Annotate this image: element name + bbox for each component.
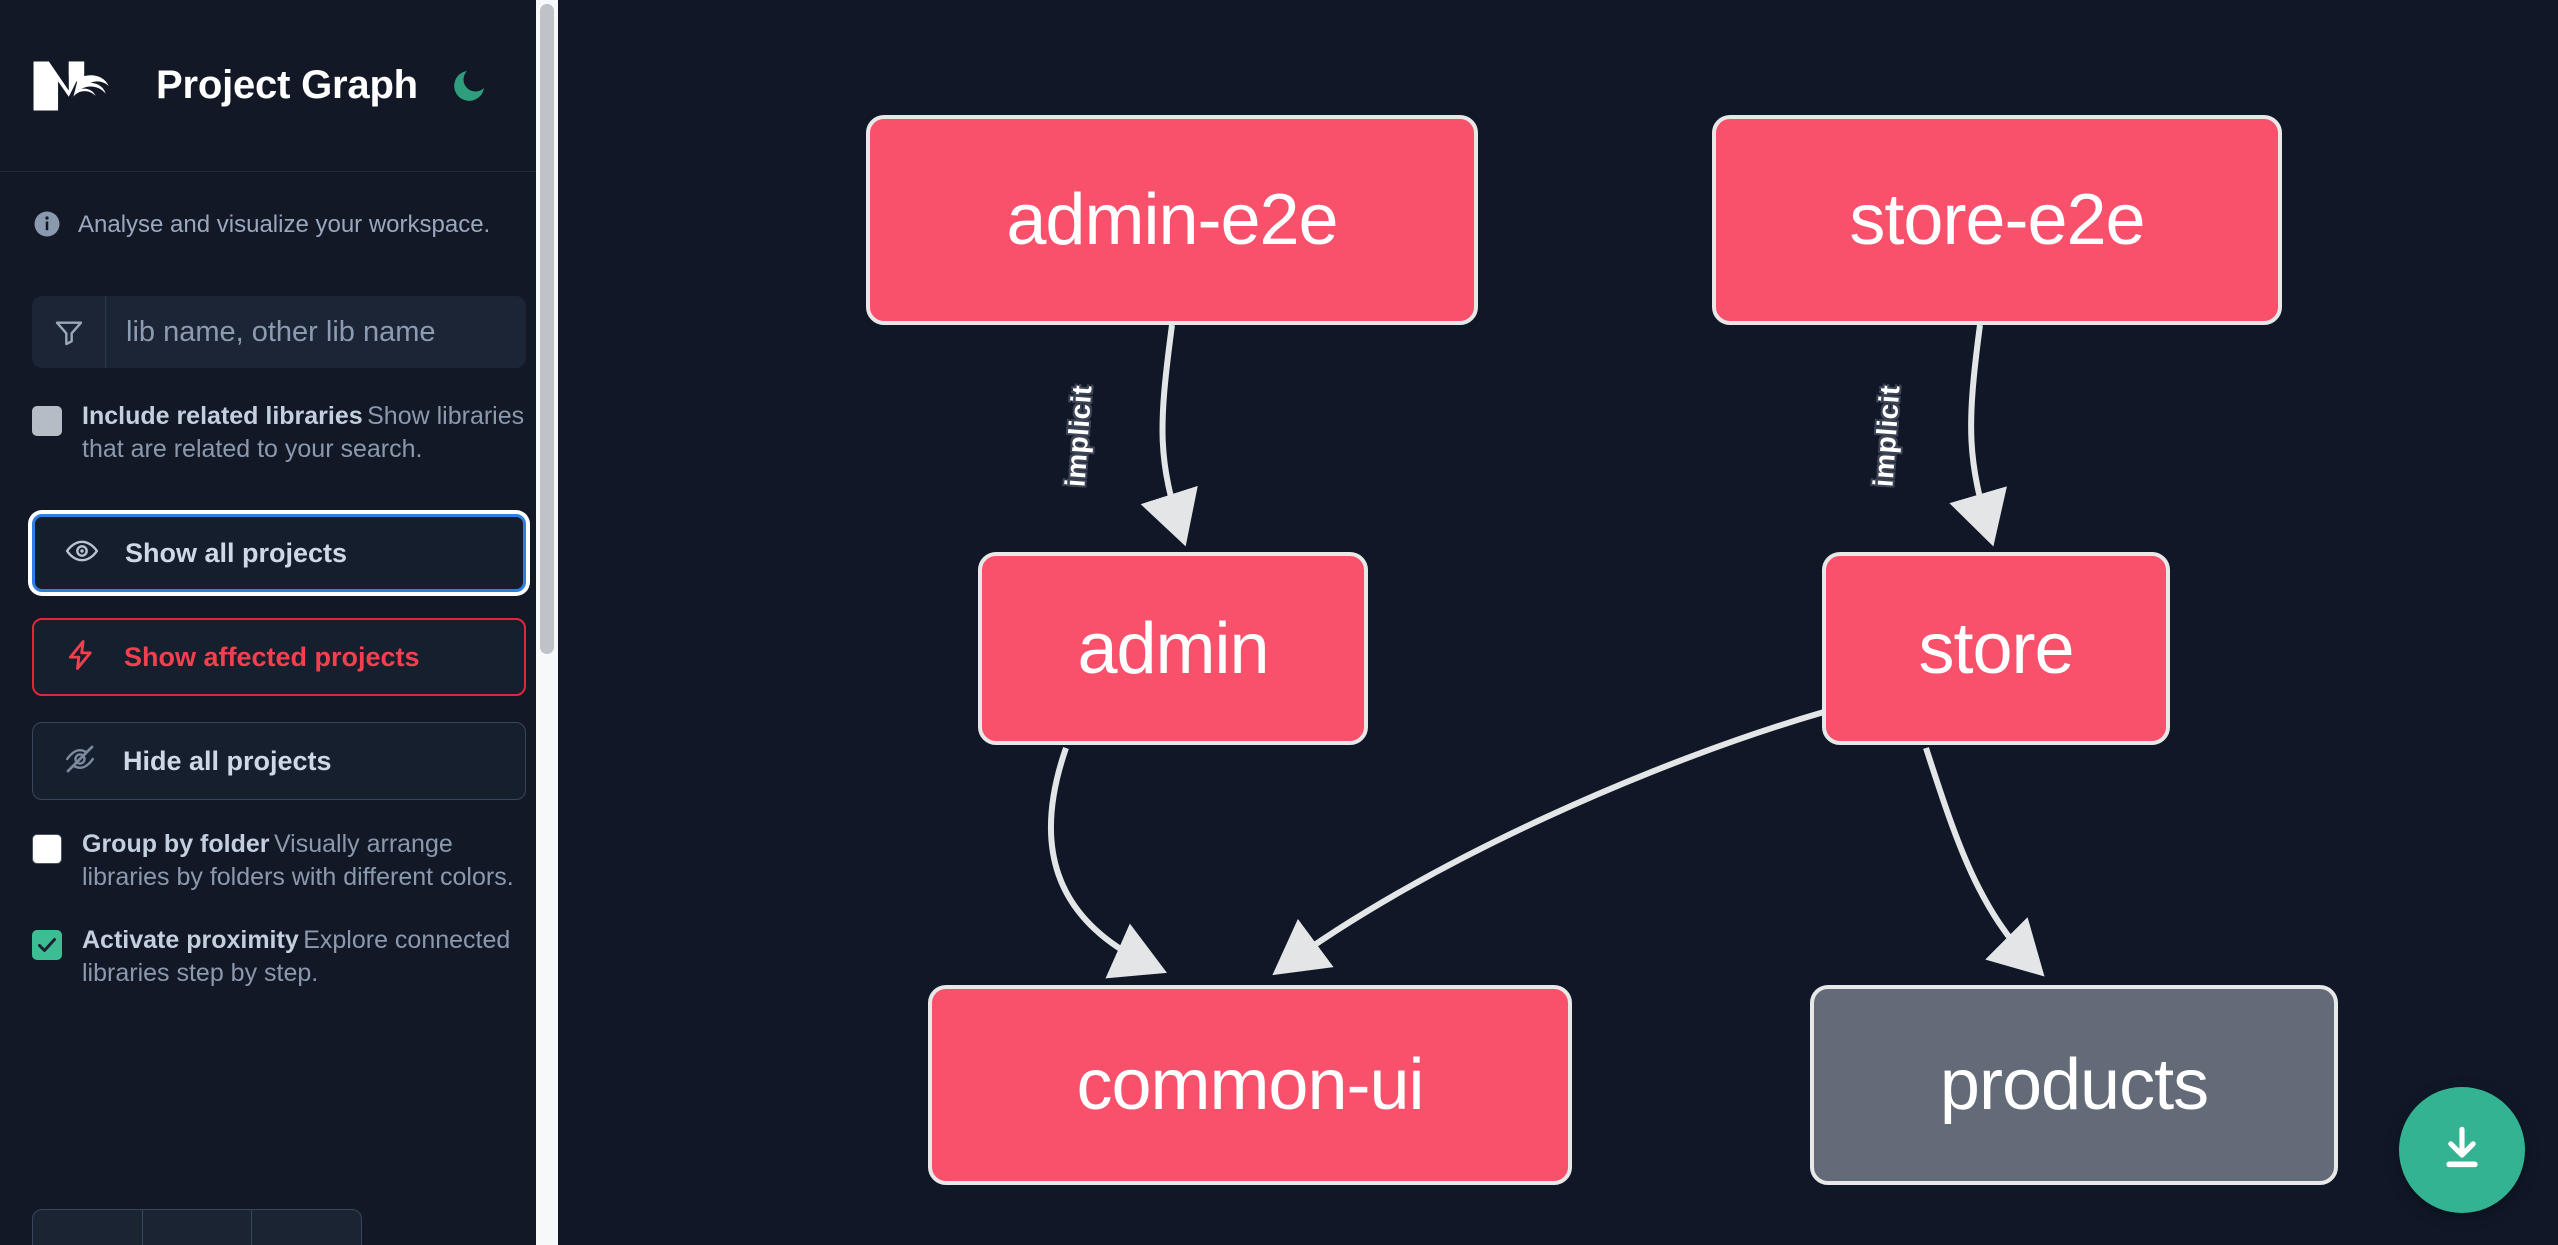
sidebar-scrollbar-thumb[interactable] — [540, 4, 554, 654]
edge-admin-e2e-to-admin — [1140, 324, 1198, 547]
proximity-stepper-increase[interactable] — [252, 1210, 361, 1245]
proximity-stepper-value[interactable] — [143, 1210, 253, 1245]
proximity-stepper-decrease[interactable] — [33, 1210, 143, 1245]
graph-canvas[interactable]: admin-e2e store-e2e admin store common-u… — [558, 0, 2558, 1245]
info-icon — [32, 209, 62, 239]
group-by-folder-label: Group by folder — [82, 830, 270, 859]
option-include-related-libraries[interactable]: Include related libraries Show libraries… — [32, 400, 526, 466]
search-input[interactable] — [106, 296, 526, 369]
edge-store-to-products — [1923, 747, 2045, 977]
show-affected-projects-label: Show affected projects — [124, 641, 420, 672]
graph-node-label: products — [1939, 1045, 2209, 1125]
graph-node-common-ui[interactable]: common-ui — [928, 985, 1572, 1185]
include-related-libraries-checkbox[interactable] — [32, 406, 62, 437]
nx-logo-icon — [32, 55, 124, 117]
activate-proximity-label: Activate proximity — [82, 926, 299, 955]
edge-label-implicit-admin: implicit — [1059, 384, 1098, 488]
include-related-libraries-label: Include related libraries — [82, 402, 363, 431]
hide-all-projects-label: Hide all projects — [123, 745, 332, 776]
graph-node-store[interactable]: store — [1822, 552, 2170, 745]
graph-node-label: store-e2e — [1849, 180, 2145, 260]
group-by-folder-checkbox[interactable] — [32, 834, 62, 865]
edge-admin-to-common-ui — [1048, 747, 1167, 979]
graph-node-label: store — [1918, 608, 2074, 689]
lightning-bolt-icon — [64, 638, 98, 677]
filter-funnel-icon — [32, 296, 106, 369]
show-all-projects-button[interactable]: Show all projects — [32, 514, 526, 593]
edge-store-to-common-ui — [1272, 709, 1825, 976]
check-icon — [38, 938, 56, 953]
proximity-stepper-bar[interactable] — [32, 1209, 362, 1245]
graph-node-store-e2e[interactable]: store-e2e — [1712, 115, 2282, 325]
workspace-note-text: Analyse and visualize your workspace. — [78, 211, 491, 238]
graph-node-label: admin-e2e — [1006, 180, 1338, 260]
download-icon — [2434, 1120, 2490, 1181]
include-related-libraries-description: Show libraries that are related to your … — [82, 402, 525, 464]
edge-label-implicit-store: implicit — [1867, 384, 1906, 488]
page-title: Project Graph — [156, 63, 418, 107]
group-by-folder-description: Visually arrange libraries by folders wi… — [82, 830, 514, 892]
show-all-projects-label: Show all projects — [125, 537, 348, 568]
show-affected-projects-button[interactable]: Show affected projects — [32, 618, 526, 697]
sidebar: Project Graph Analyse and visualize your… — [0, 0, 558, 1245]
sidebar-scrollbar[interactable] — [536, 0, 558, 1245]
graph-node-admin[interactable]: admin — [978, 552, 1368, 745]
download-graph-button[interactable] — [2399, 1087, 2525, 1213]
workspace-note: Analyse and visualize your workspace. — [0, 172, 558, 240]
moon-icon[interactable] — [446, 63, 492, 109]
option-group-by-folder[interactable]: Group by folder Visually arrange librari… — [32, 828, 526, 894]
search-field[interactable] — [32, 296, 526, 369]
graph-node-products[interactable]: products — [1810, 985, 2338, 1185]
eye-icon — [65, 534, 99, 573]
eye-off-icon — [63, 742, 97, 781]
option-activate-proximity[interactable]: Activate proximity Explore connected lib… — [32, 924, 526, 990]
graph-node-admin-e2e[interactable]: admin-e2e — [866, 115, 1478, 325]
activate-proximity-checkbox[interactable] — [32, 930, 62, 961]
graph-node-label: admin — [1077, 608, 1269, 689]
edge-store-e2e-to-store — [1949, 324, 2007, 547]
sidebar-header: Project Graph — [0, 0, 558, 172]
graph-node-label: common-ui — [1076, 1045, 1424, 1125]
activate-proximity-description: Explore connected libraries step by step… — [82, 926, 511, 988]
hide-all-projects-button[interactable]: Hide all projects — [32, 722, 526, 801]
project-action-buttons: Show all projects Show affected projects — [32, 514, 526, 801]
